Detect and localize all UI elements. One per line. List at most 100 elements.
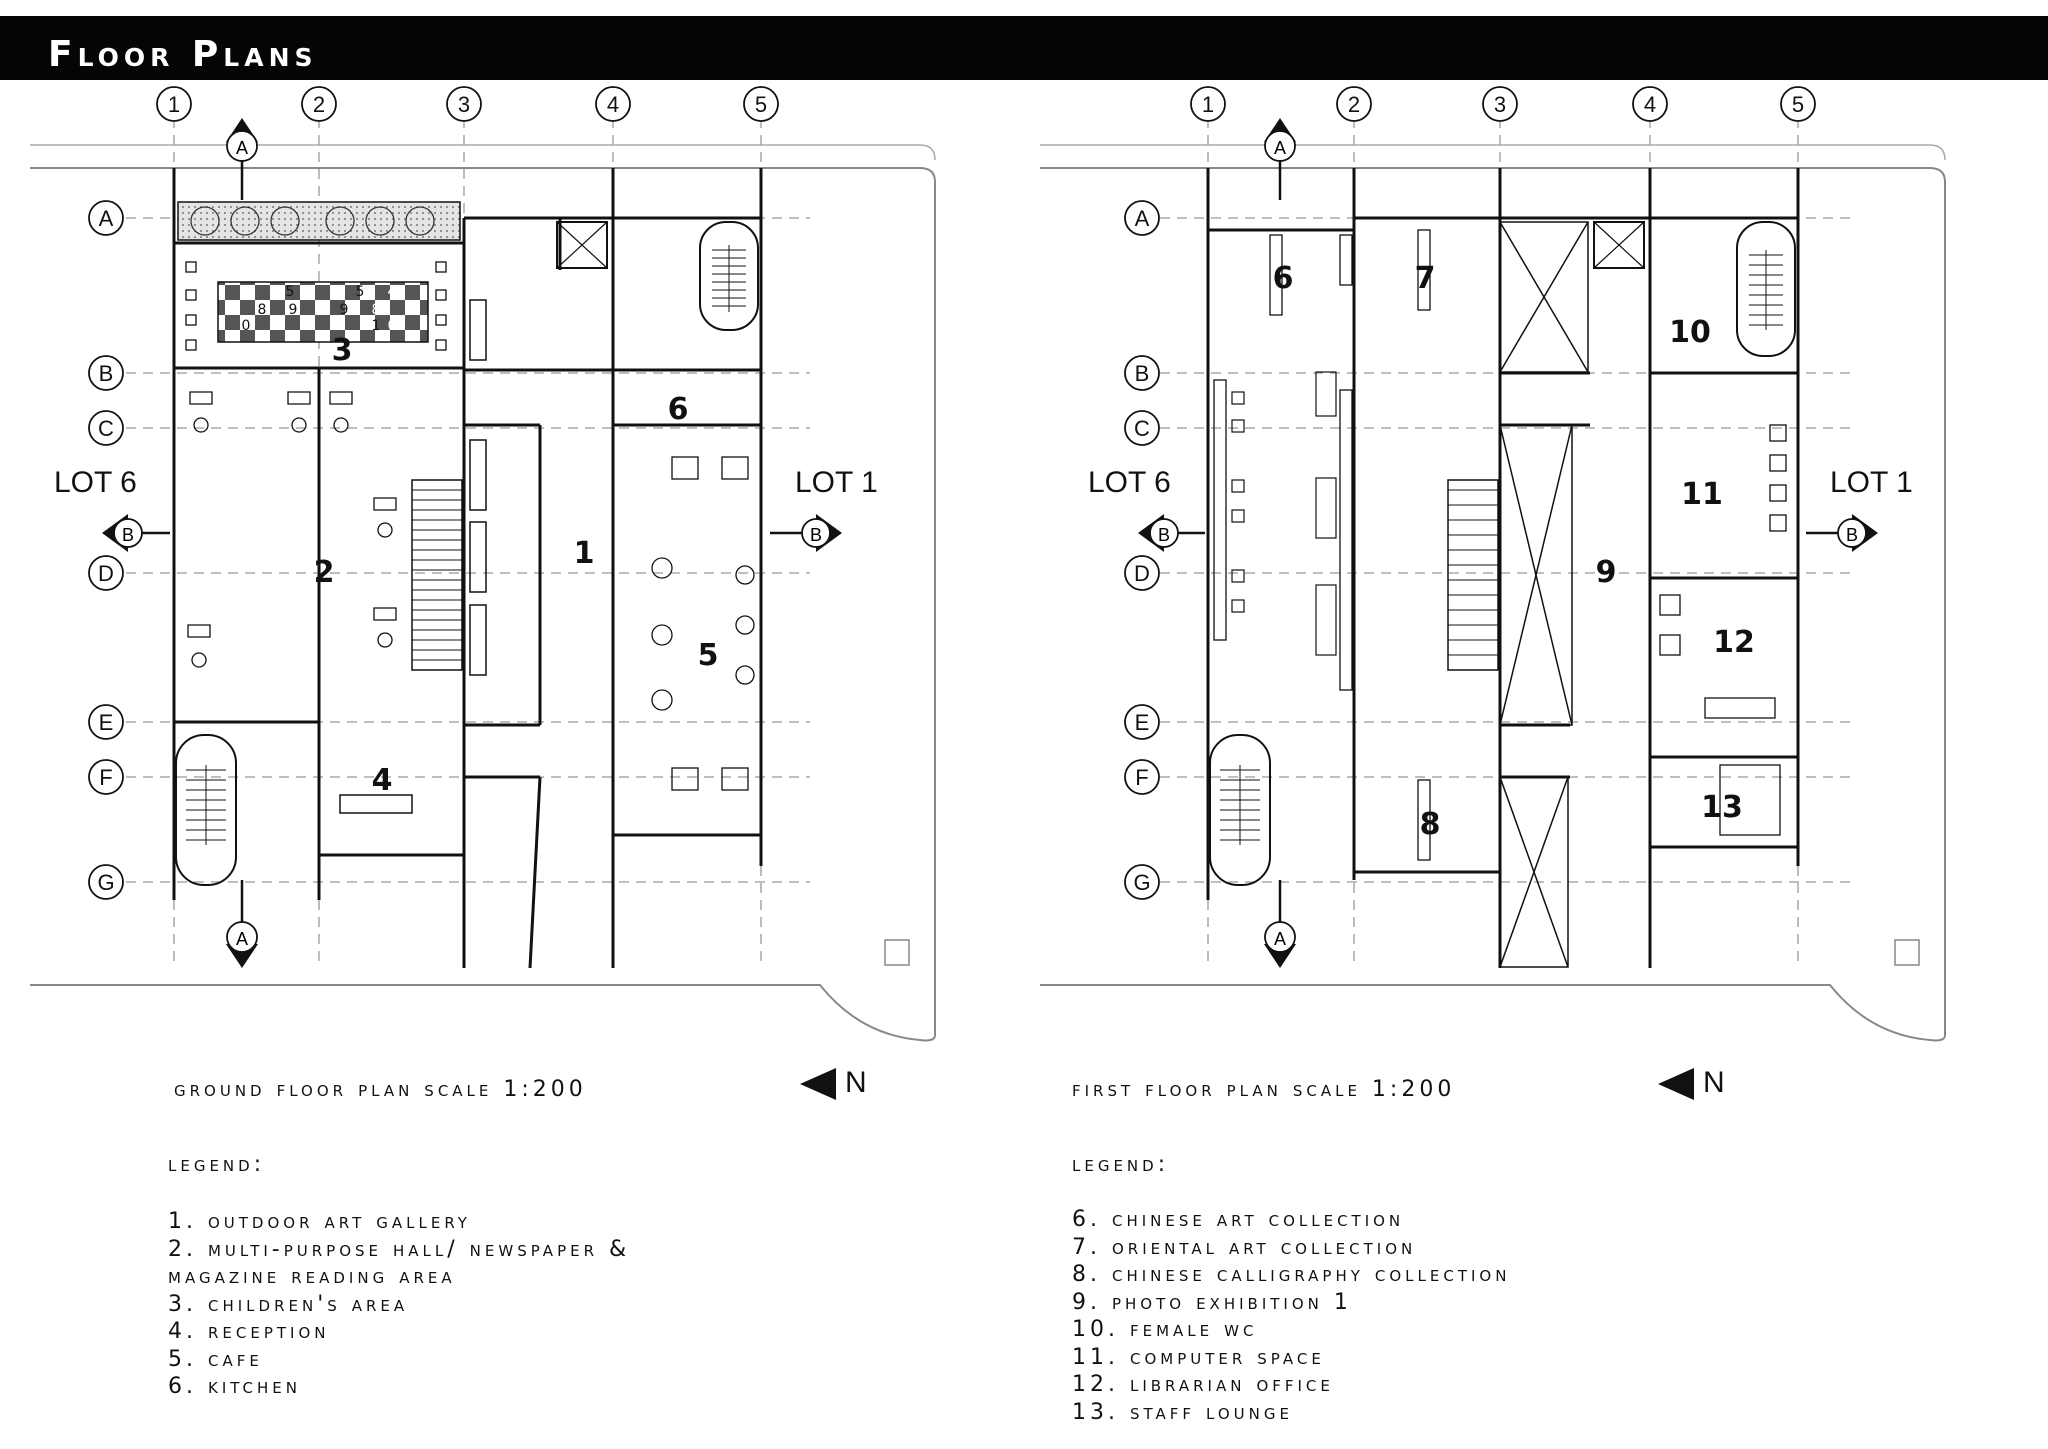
legend-item: 12. librarian office xyxy=(1072,1372,1334,1397)
legend-item: 7. oriental art collection xyxy=(1072,1234,1417,1260)
legend-item: magazine reading area xyxy=(168,1264,456,1289)
hall-chairs xyxy=(187,391,397,668)
section-marker-b-right: B xyxy=(1806,514,1878,552)
lot-6-label: LOT 6 xyxy=(54,466,137,499)
grid-row-g: G xyxy=(1133,870,1150,895)
office-furniture xyxy=(1659,594,1781,836)
room-number-10: 10 xyxy=(1669,315,1711,350)
legend-item: 2. multi-purpose hall/ newspaper & xyxy=(168,1236,631,1262)
svg-text:9: 9 xyxy=(340,302,349,318)
svg-text:5: 5 xyxy=(356,284,365,300)
section-marker-a-top: A xyxy=(1264,118,1296,200)
grid-row-f: F xyxy=(99,765,112,790)
first-floor-plan: 1 2 3 4 5 A B C D E F G A A xyxy=(1040,86,1946,1042)
room-number-7: 7 xyxy=(1415,261,1436,296)
kids-seats xyxy=(185,261,447,351)
legend-item: 6. kitchen xyxy=(168,1374,301,1399)
legend-item: 13. staff lounge xyxy=(1072,1399,1293,1425)
grid-row-d: D xyxy=(1134,561,1150,586)
svg-text:A: A xyxy=(236,929,248,949)
legend-item: 6. chinese art collection xyxy=(1072,1207,1405,1232)
svg-text:A: A xyxy=(236,138,248,158)
room-number-2: 2 xyxy=(314,555,335,590)
grid-row-b: B xyxy=(1135,361,1150,386)
stair-ground-left xyxy=(175,734,237,886)
site-boundary xyxy=(1040,167,1946,1042)
grid-row-f: F xyxy=(1135,765,1148,790)
grid-col-4: 4 xyxy=(607,92,619,117)
north-label: N xyxy=(1703,1066,1725,1099)
legend-item: 8. chinese calligraphy collection xyxy=(1072,1262,1511,1287)
grid-row-a: A xyxy=(99,206,114,231)
north-arrow-icon xyxy=(800,1068,836,1100)
legend-item: 1. outdoor art gallery xyxy=(168,1209,471,1234)
legend-item: 3. children's area xyxy=(168,1291,409,1317)
svg-text:1: 1 xyxy=(372,318,381,334)
room-number-4: 4 xyxy=(372,763,393,798)
room-number-8: 8 xyxy=(1420,807,1441,842)
section-marker-b-left: B xyxy=(1138,514,1205,552)
cafe-tables xyxy=(651,456,755,791)
svg-text:8: 8 xyxy=(372,302,381,318)
section-marker-b-right: B xyxy=(770,514,842,552)
grid-col-5: 5 xyxy=(755,92,767,117)
room-number-12: 12 xyxy=(1713,625,1755,660)
svg-text:B: B xyxy=(1846,525,1858,545)
stair-first-left xyxy=(1209,734,1271,886)
title-bar xyxy=(0,16,2048,80)
north-arrow-icon xyxy=(1658,1068,1694,1100)
grid-row-e: E xyxy=(99,710,114,735)
room-number-5: 5 xyxy=(698,638,719,673)
reception-desk xyxy=(339,794,413,814)
site-boundary-inner xyxy=(30,144,936,161)
svg-text:0: 0 xyxy=(242,318,251,334)
ground-legend-list: 1. outdoor art gallery 2. multi-purpose … xyxy=(168,1208,630,1401)
room-number-6: 6 xyxy=(1273,261,1294,296)
svg-text:0: 0 xyxy=(388,318,397,334)
ground-legend-title: legend: xyxy=(168,1152,266,1177)
grid-col-2: 2 xyxy=(313,92,325,117)
section-marker-a-bottom: A xyxy=(226,880,258,968)
lift-shaft xyxy=(1593,221,1645,269)
section-marker-a-bottom: A xyxy=(1264,880,1296,968)
grid-col-2: 2 xyxy=(1348,92,1360,117)
first-legend-list: 6. chinese art collection 7. oriental ar… xyxy=(1072,1206,1510,1426)
legend-item: 4. reception xyxy=(168,1319,330,1344)
computer-desks xyxy=(1769,424,1787,532)
grid-col-3: 3 xyxy=(1494,92,1506,117)
svg-text:5: 5 xyxy=(286,284,295,300)
room-number-1: 1 xyxy=(574,536,595,571)
grid-row-e: E xyxy=(1135,710,1150,735)
first-floor-caption: first floor plan scale 1:200 xyxy=(1072,1077,1456,1102)
grid-col-4: 4 xyxy=(1644,92,1656,117)
lot-1-label: LOT 1 xyxy=(795,466,878,499)
stair-hall xyxy=(411,479,463,671)
gallery-shelves xyxy=(469,299,487,676)
site-boundary xyxy=(30,167,936,1042)
void-openings xyxy=(1499,221,1589,968)
svg-text:A: A xyxy=(1274,929,1286,949)
svg-text:1: 1 xyxy=(270,318,279,334)
svg-text:4: 4 xyxy=(270,284,279,300)
legend-item: 9. photo exhibition 1 xyxy=(1072,1289,1352,1315)
site-corner-box xyxy=(1894,939,1920,966)
svg-text:9: 9 xyxy=(289,302,298,318)
grid-col-3: 3 xyxy=(458,92,470,117)
section-marker-a-top: A xyxy=(226,118,258,200)
display-cases xyxy=(1213,229,1431,861)
legend-item: 10. female wc xyxy=(1072,1317,1258,1342)
stair-first-right xyxy=(1736,221,1796,357)
grid-row-g: G xyxy=(97,870,114,895)
room-number-9: 9 xyxy=(1596,555,1617,590)
room-number-11: 11 xyxy=(1681,477,1723,512)
svg-text:B: B xyxy=(122,525,134,545)
play-checkerboard xyxy=(217,281,429,343)
ground-floor-caption: ground floor plan scale 1:200 xyxy=(174,1077,587,1102)
board-numbers: 4 5 8 9 0 1 5 4 9 8 1 0 xyxy=(242,284,397,334)
ground-floor-plan: 1 2 3 4 5 A B C D E F G A A xyxy=(30,86,936,1042)
north-label: N xyxy=(845,1066,867,1099)
grid-row-b: B xyxy=(99,361,114,386)
grid-col-1: 1 xyxy=(1202,92,1214,117)
